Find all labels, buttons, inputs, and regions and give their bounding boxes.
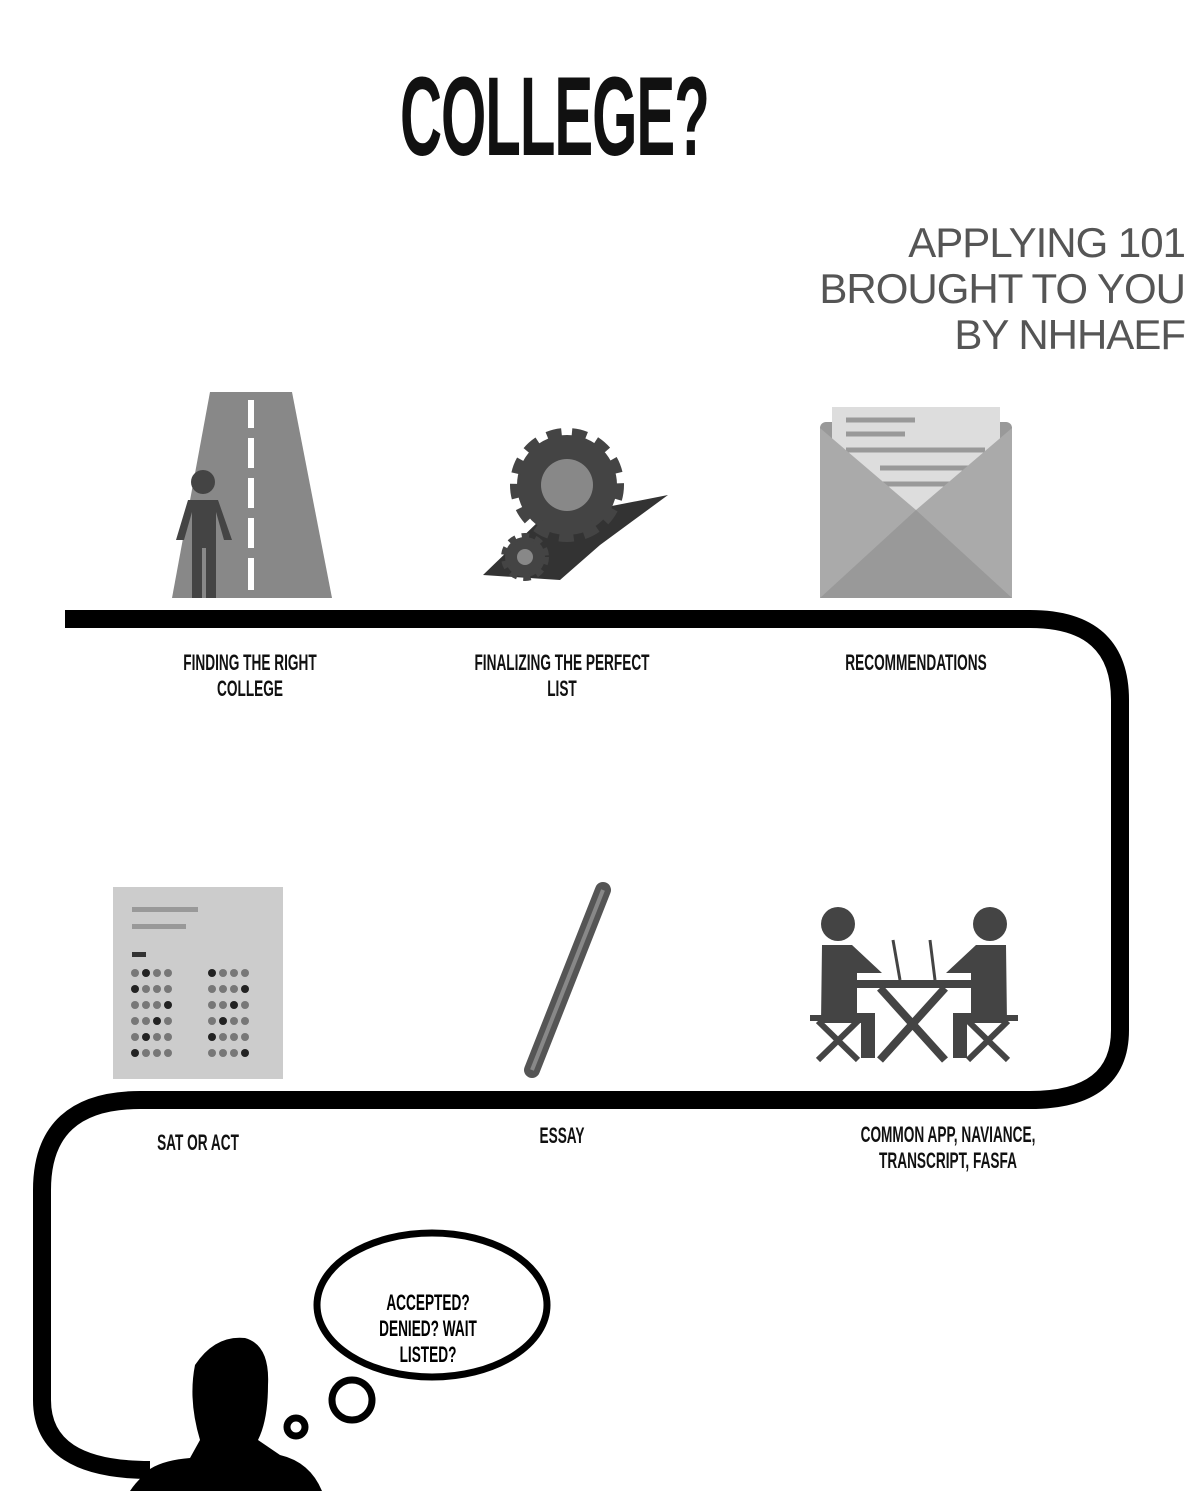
answer-sheet-icon (113, 887, 283, 1079)
pencil-icon (524, 882, 611, 1078)
answer-bubble (241, 1049, 249, 1057)
gears-icon (483, 428, 668, 581)
road-person-icon (172, 392, 332, 598)
answer-bubble (208, 985, 216, 993)
subtitle-line: BROUGHT TO YOU (819, 265, 1186, 312)
answer-bubble (142, 1033, 150, 1041)
answer-bubble (230, 1017, 238, 1025)
answer-bubble (153, 969, 161, 977)
answer-bubble (131, 1001, 139, 1009)
answer-bubble (219, 1033, 227, 1041)
answer-bubble (142, 1001, 150, 1009)
answer-bubble (241, 1017, 249, 1025)
page-title: COLLEGE? (400, 54, 710, 179)
answer-bubble (153, 1001, 161, 1009)
step-label: ESSAY (539, 1123, 585, 1148)
people-at-table-icon (810, 907, 1018, 1063)
thought-bubble (283, 1229, 551, 1440)
step-label: SAT OR ACT (157, 1130, 239, 1155)
step-label: RECOMMENDATIONS (845, 650, 987, 675)
subtitle-line: BY NHHAEF (954, 311, 1186, 358)
answer-bubble (219, 985, 227, 993)
answer-bubble (131, 969, 139, 977)
step-label: COMMON APP, NAVIANCE, TRANSCRIPT, FASFA (860, 1122, 1036, 1173)
step-label: FINDING THE RIGHT COLLEGE (183, 650, 317, 701)
answer-bubble (153, 985, 161, 993)
answer-bubble (142, 985, 150, 993)
answer-bubble (219, 1017, 227, 1025)
answer-bubble (164, 1033, 172, 1041)
answer-bubble (208, 1033, 216, 1041)
thinking-person-icon (130, 1337, 322, 1491)
answer-bubble (230, 1049, 238, 1057)
thought-text: ACCEPTED? DENIED? WAIT LISTED? (379, 1290, 477, 1367)
answer-bubble (230, 969, 238, 977)
answer-bubble (241, 1001, 249, 1009)
answer-bubble (153, 1049, 161, 1057)
answer-bubble (219, 1049, 227, 1057)
timeline-path (33, 610, 1129, 1479)
subtitle-line: APPLYING 101 (908, 219, 1186, 266)
answer-bubble (142, 1049, 150, 1057)
answer-bubble (164, 1049, 172, 1057)
envelope-letter-icon (820, 407, 1012, 598)
answer-bubble (164, 985, 172, 993)
answer-bubble (241, 969, 249, 977)
answer-bubble (142, 1017, 150, 1025)
answer-bubble (230, 1033, 238, 1041)
answer-bubble (219, 969, 227, 977)
answer-bubble (230, 1001, 238, 1009)
answer-bubble (219, 1001, 227, 1009)
answer-bubble (153, 1033, 161, 1041)
answer-bubble (131, 1033, 139, 1041)
answer-bubble (131, 1017, 139, 1025)
step-label: FINALIZING THE PERFECT LIST (474, 650, 650, 701)
answer-bubble (241, 1033, 249, 1041)
answer-bubble (164, 969, 172, 977)
answer-bubble (208, 969, 216, 977)
answer-bubble (164, 1017, 172, 1025)
subtitle: APPLYING 101 BROUGHT TO YOU BY NHHAEF (819, 219, 1186, 358)
answer-bubble (230, 985, 238, 993)
answer-bubble (142, 969, 150, 977)
answer-bubble (208, 1017, 216, 1025)
answer-bubble (208, 1001, 216, 1009)
answer-bubble (164, 1001, 172, 1009)
answer-bubble (131, 985, 139, 993)
answer-bubble (241, 985, 249, 993)
answer-bubble (208, 1049, 216, 1057)
answer-bubble (153, 1017, 161, 1025)
answer-bubble (131, 1049, 139, 1057)
